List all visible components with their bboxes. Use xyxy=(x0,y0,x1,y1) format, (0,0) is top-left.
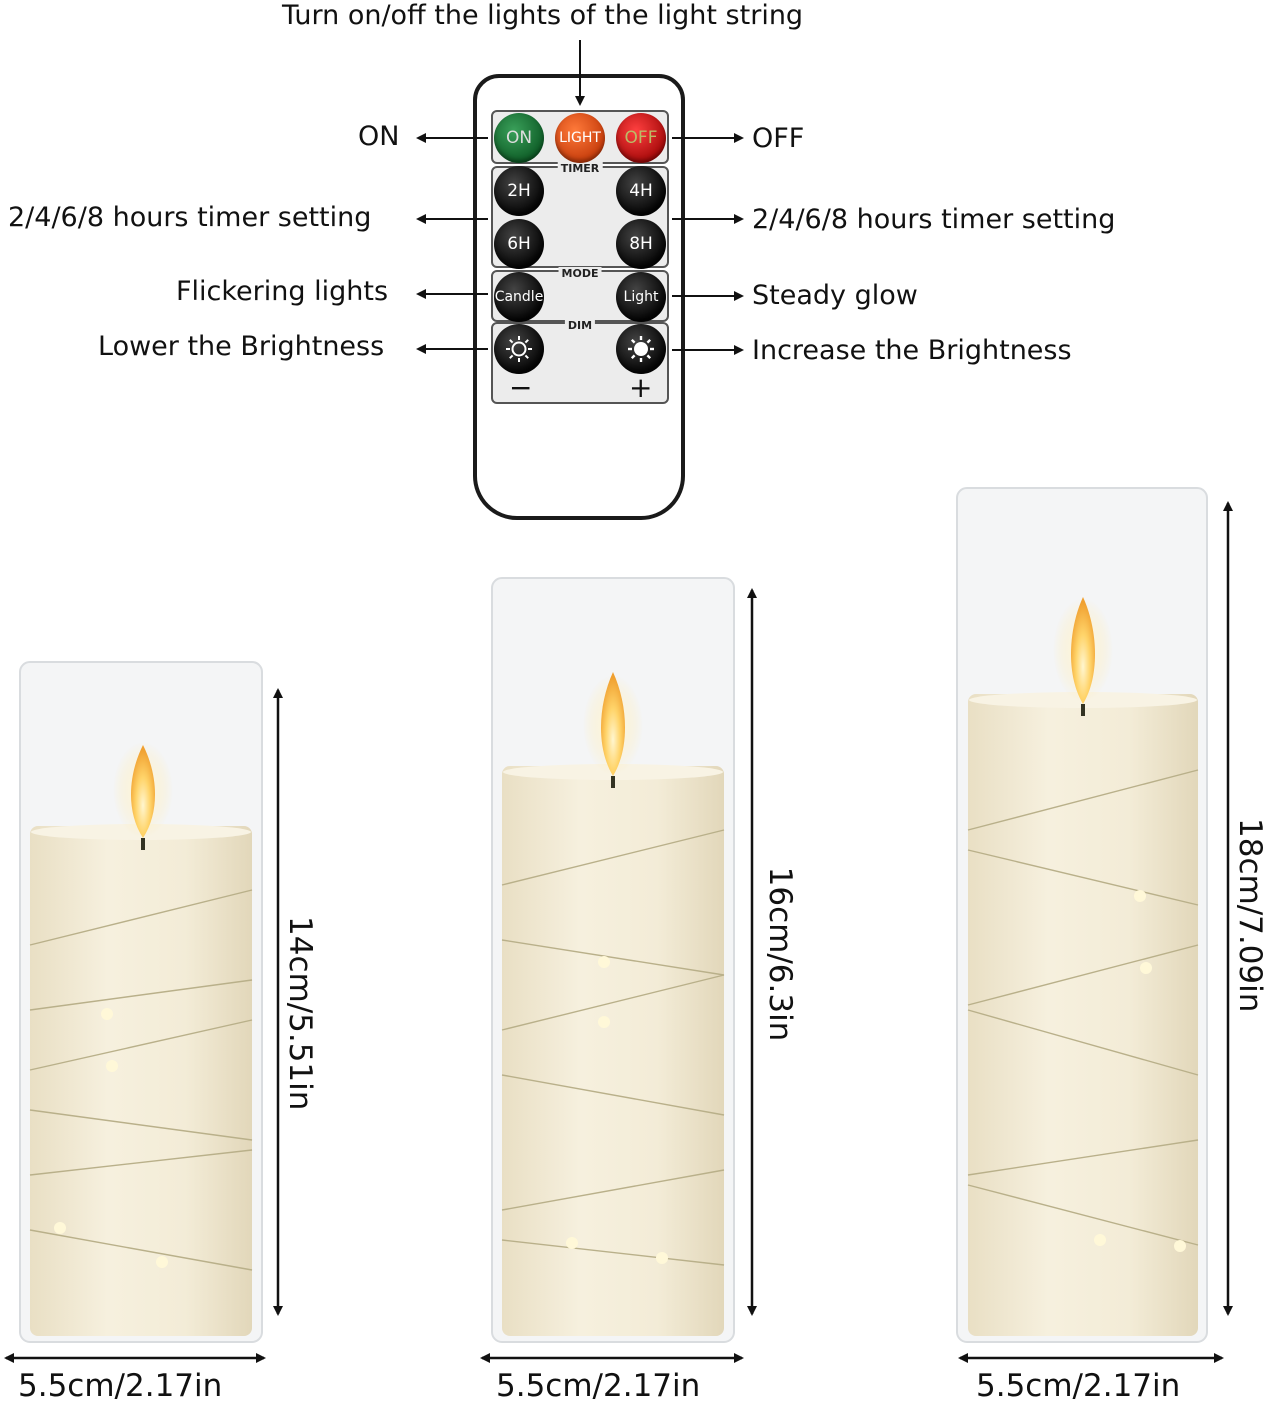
timer-6h-button[interactable]: 6H xyxy=(494,219,544,269)
steady-glow-label: Steady glow xyxy=(752,280,918,311)
height-label-1: 14cm/5.51in xyxy=(282,916,318,1111)
candle-large xyxy=(956,487,1208,1343)
timer-8h-button[interactable]: 8H xyxy=(616,219,666,269)
minus-sign: − xyxy=(509,371,533,404)
light-mode-button[interactable]: Light xyxy=(616,272,666,322)
timer-label-left: 2/4/6/8 hours timer setting xyxy=(8,202,372,233)
candle-medium xyxy=(491,577,735,1343)
dim-up-button[interactable] xyxy=(616,324,666,374)
on-button[interactable]: ON xyxy=(494,113,544,163)
plus-sign: + xyxy=(629,371,653,404)
height-label-3: 18cm/7.09in xyxy=(1232,818,1268,1013)
timer-2h-button[interactable]: 2H xyxy=(494,166,544,216)
width-label-1: 5.5cm/2.17in xyxy=(18,1368,223,1404)
light-button[interactable]: LIGHT xyxy=(555,113,605,163)
increase-brightness-label: Increase the Brightness xyxy=(752,335,1072,366)
mode-section-label: MODE xyxy=(558,267,602,280)
on-label: ON xyxy=(358,121,400,152)
flickering-label: Flickering lights xyxy=(176,276,389,307)
callout-arrows xyxy=(416,40,744,355)
height-label-2: 16cm/6.3in xyxy=(762,866,798,1042)
timer-4h-button[interactable]: 4H xyxy=(616,166,666,216)
dim-down-button[interactable] xyxy=(494,324,544,374)
off-button[interactable]: OFF xyxy=(616,113,666,163)
candle-mode-button[interactable]: Candle xyxy=(494,272,544,322)
timer-section-label: TIMER xyxy=(557,162,603,175)
width-label-3: 5.5cm/2.17in xyxy=(976,1368,1181,1404)
candle-small xyxy=(19,661,263,1343)
dim-section-label: DIM xyxy=(564,319,596,332)
off-label: OFF xyxy=(752,123,805,154)
sun-outline-icon xyxy=(506,336,532,362)
light-toggle-label: Turn on/off the lights of the light stri… xyxy=(282,0,804,31)
sun-filled-icon xyxy=(628,336,654,362)
timer-label-right: 2/4/6/8 hours timer setting xyxy=(752,204,1116,235)
lower-brightness-label: Lower the Brightness xyxy=(98,331,385,362)
width-label-2: 5.5cm/2.17in xyxy=(496,1368,701,1404)
